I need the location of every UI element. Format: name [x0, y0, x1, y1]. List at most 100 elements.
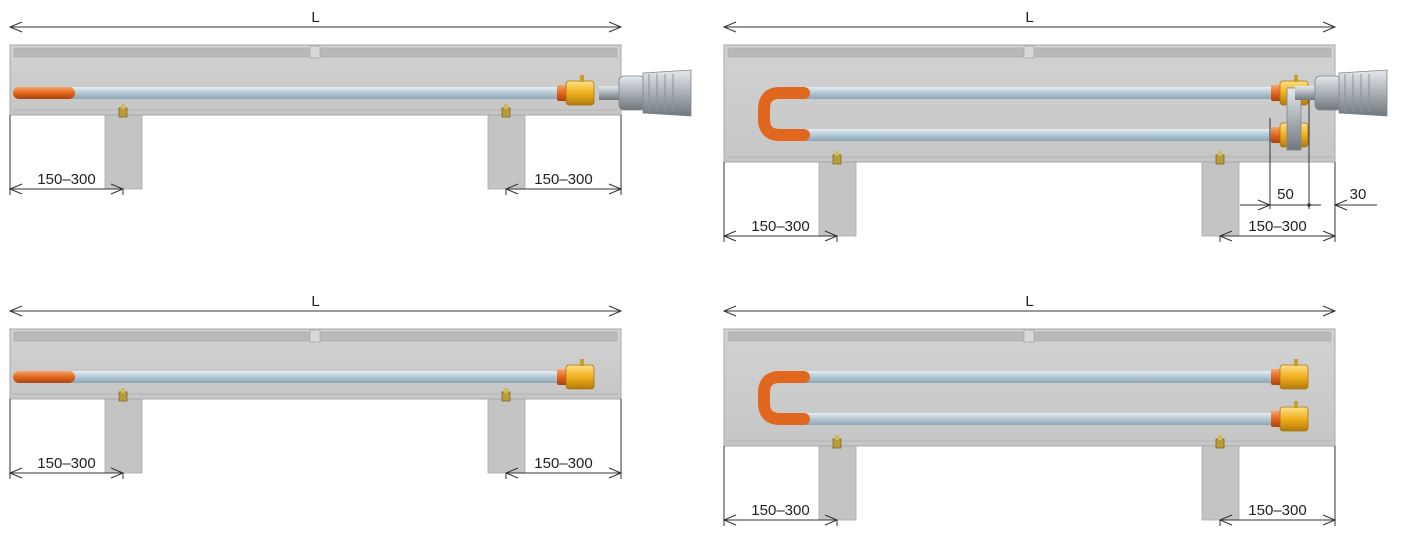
- arrow-head: [1322, 514, 1337, 526]
- arrow-head: [722, 305, 737, 317]
- support-bracket-right: [1201, 441, 1240, 521]
- housing-top-clip: [309, 329, 321, 343]
- bracket-screw-icon: [501, 104, 511, 118]
- length-dimension-label: L: [1025, 293, 1033, 310]
- right-support-dimension: 150–300: [504, 455, 623, 479]
- arrow-head: [1322, 305, 1337, 317]
- left-support-dimension: 150–300: [722, 502, 839, 526]
- heating-pipe: [72, 371, 561, 383]
- bracket-screw-icon: [1215, 435, 1225, 449]
- panel-single-pipe-with-valve: L 150–300 150–300: [8, 9, 692, 195]
- fitting-bleed: [580, 75, 584, 82]
- arrow-head: [8, 467, 23, 479]
- right-support-dimension: 150–300: [1218, 218, 1337, 242]
- arrow-head: [1322, 21, 1337, 33]
- dimension-dot: [1307, 203, 1311, 207]
- fitting-collar: [1271, 369, 1281, 385]
- bracket-screw-icon: [832, 435, 842, 449]
- valve-neck: [1295, 86, 1317, 100]
- valve-head-icon: [1295, 69, 1388, 117]
- screw-body: [832, 154, 842, 165]
- valve-head: [1338, 69, 1388, 117]
- support-bracket-right: [1201, 157, 1240, 237]
- arrow-head: [504, 467, 519, 479]
- fitting-collar: [557, 369, 567, 385]
- valve-offset-label: 50: [1277, 186, 1294, 203]
- fitting-collar: [1271, 127, 1281, 143]
- left-support-dimension: 150–300: [8, 455, 125, 479]
- arrow-head: [608, 467, 623, 479]
- left-support-dimension-label: 150–300: [751, 218, 809, 235]
- left-support-dimension-label: 150–300: [751, 502, 809, 519]
- fitting-bleed: [1294, 359, 1298, 366]
- valve-gap-label: 30: [1350, 186, 1367, 203]
- arrow-head: [8, 305, 23, 317]
- fitting-bleed: [580, 359, 584, 366]
- housing-top-clip: [1023, 45, 1035, 59]
- arrow-head: [608, 21, 623, 33]
- right-support-dimension-label: 150–300: [534, 455, 592, 472]
- fitting-nut: [1279, 406, 1309, 432]
- screw-head: [504, 104, 508, 109]
- arrow-head: [1218, 230, 1233, 242]
- length-dimension: L: [722, 293, 1337, 317]
- screw-head: [1218, 151, 1222, 156]
- screw-head: [835, 435, 839, 440]
- screw-body: [118, 391, 128, 402]
- support-bracket-right: [487, 394, 526, 474]
- arrow-head: [722, 21, 737, 33]
- length-dimension-label: L: [1025, 9, 1033, 26]
- panel-u-pipe-with-valve: L 150–300 150–300 50 30: [722, 9, 1388, 242]
- fitting-bleed: [1294, 401, 1298, 408]
- fitting-collar: [557, 85, 567, 101]
- support-bracket-left: [818, 441, 857, 521]
- housing-top-clip: [1023, 329, 1035, 343]
- brass-fitting-icon: [1271, 401, 1309, 432]
- screw-body: [1215, 438, 1225, 449]
- screw-head: [121, 104, 125, 109]
- right-support-dimension-label: 150–300: [1248, 218, 1306, 235]
- heating-pipe: [72, 87, 561, 99]
- u-bend: [758, 371, 810, 425]
- bracket-screw-icon: [118, 388, 128, 402]
- heating-pipe-upper: [784, 371, 1275, 383]
- right-support-dimension: 150–300: [504, 171, 623, 195]
- arrow-head: [1333, 199, 1348, 211]
- screw-body: [832, 438, 842, 449]
- arrow-head: [8, 183, 23, 195]
- screw-body: [501, 391, 511, 402]
- bracket-screw-icon: [832, 151, 842, 165]
- valve-nut: [1314, 75, 1342, 111]
- heating-pipe-lower: [784, 413, 1275, 425]
- screw-head: [121, 388, 125, 393]
- support-bracket-left: [104, 394, 143, 474]
- pipe-end-cap: [13, 371, 75, 383]
- housing-top-clip: [309, 45, 321, 59]
- pipe-end-cap: [13, 87, 75, 99]
- bracket-screw-icon: [501, 388, 511, 402]
- arrow-head: [824, 514, 839, 526]
- screw-body: [501, 107, 511, 118]
- right-support-dimension: 150–300: [1218, 502, 1337, 526]
- fitting-collar: [1271, 85, 1281, 101]
- left-support-dimension: 150–300: [8, 171, 125, 195]
- fitting-nut: [1279, 364, 1309, 390]
- support-bracket-left: [104, 110, 143, 190]
- arrow-head: [722, 230, 737, 242]
- arrow-head: [1218, 514, 1233, 526]
- valve-riser: [1286, 87, 1302, 151]
- panel-single-pipe: L 150–300 150–300: [8, 293, 623, 479]
- length-dimension: L: [722, 9, 1337, 33]
- brass-fitting-icon: [557, 75, 595, 106]
- arrow-head: [504, 183, 519, 195]
- fitting-bleed: [1294, 75, 1298, 82]
- length-dimension-label: L: [311, 293, 319, 310]
- left-support-dimension-label: 150–300: [37, 455, 95, 472]
- convector-housing: [723, 328, 1336, 447]
- fitting-collar: [1271, 411, 1281, 427]
- convector-housing: [723, 44, 1336, 163]
- arrow-head: [608, 183, 623, 195]
- screw-body: [1215, 154, 1225, 165]
- length-dimension-label: L: [311, 9, 319, 26]
